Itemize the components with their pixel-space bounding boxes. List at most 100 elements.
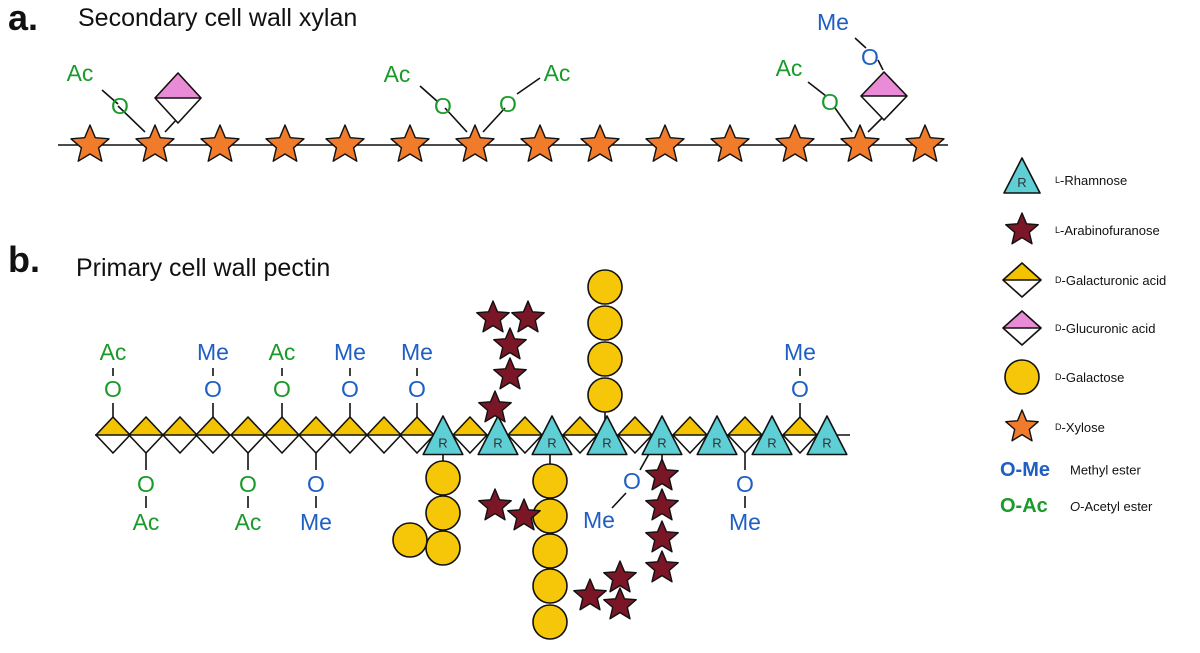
legend-label: D-Xylose bbox=[1055, 420, 1105, 435]
oxygen-label: O bbox=[408, 376, 426, 402]
diamond-bottom-half bbox=[673, 435, 707, 453]
methyl-abbr: O-Me bbox=[1000, 459, 1050, 481]
diamond-top-half bbox=[96, 417, 130, 435]
diamond-bottom-half bbox=[400, 435, 434, 453]
xylose-star bbox=[70, 124, 110, 162]
diamond-top-half bbox=[196, 417, 230, 435]
oxygen-label: O bbox=[137, 471, 155, 497]
galacturonic-acid-legend-icon bbox=[1002, 262, 1042, 298]
linkage-bond bbox=[854, 37, 867, 49]
galactose-circle bbox=[425, 530, 461, 566]
legend-label: D-Glucuronic acid bbox=[1055, 321, 1155, 336]
legend-label-prefix: L bbox=[1055, 225, 1060, 235]
legend-label: D-Galacturonic acid bbox=[1055, 273, 1166, 288]
legend-label-text: -Glucuronic acid bbox=[1062, 321, 1156, 336]
linkage-bond bbox=[867, 117, 883, 133]
oxygen-label: O bbox=[791, 376, 809, 402]
diamond-top-half bbox=[155, 73, 201, 98]
legend-item-xylose: D-Xylose bbox=[1005, 409, 1105, 442]
arabinofuranose-star bbox=[476, 300, 510, 333]
xylose-star bbox=[325, 124, 365, 162]
panel-b-letter: b. bbox=[8, 239, 40, 280]
diamond-bottom-half bbox=[265, 435, 299, 453]
arabinofuranose-star bbox=[493, 327, 527, 360]
legend-label-text: -Xylose bbox=[1062, 420, 1105, 435]
legend-label-prefix: D bbox=[1055, 275, 1062, 285]
galacturonic-acid-diamond bbox=[264, 416, 300, 454]
methyl-label: Me bbox=[784, 339, 816, 365]
arabinofuranose-star bbox=[478, 390, 512, 423]
arabinofuranose-star bbox=[478, 488, 512, 521]
rhamnose-triangle bbox=[641, 415, 683, 456]
legend-label-text: -Rhamnose bbox=[1060, 173, 1127, 188]
galactose-circle bbox=[532, 604, 568, 640]
oxygen-label: O bbox=[307, 471, 325, 497]
arabinofuranose-star bbox=[603, 560, 637, 593]
xylose-star bbox=[645, 124, 685, 162]
linkage-bond bbox=[807, 81, 827, 97]
diamond-top-half bbox=[299, 417, 333, 435]
rhamnose-triangle-residue: R bbox=[586, 415, 628, 456]
diamond-bottom-half bbox=[1003, 280, 1041, 297]
legend-label-text: -Acetyl ester bbox=[1080, 499, 1153, 514]
diamond-bottom-half bbox=[333, 435, 367, 453]
xylose-star bbox=[265, 124, 305, 162]
legend-label-prefix: L bbox=[1055, 175, 1060, 185]
galactose-circle bbox=[587, 341, 623, 377]
acetyl-label: Ac bbox=[544, 60, 571, 86]
rhamnose-triangle bbox=[751, 415, 793, 456]
galacturonic-acid-diamond bbox=[128, 416, 164, 454]
diamond-bottom-half bbox=[1003, 328, 1041, 345]
oxygen-label: O bbox=[499, 91, 517, 117]
diamond-bottom-half bbox=[618, 435, 652, 453]
rhamnose-triangle bbox=[477, 415, 519, 456]
galactose-circle bbox=[587, 305, 623, 341]
galactose-circle bbox=[392, 522, 428, 558]
diamond-bottom-half bbox=[563, 435, 597, 453]
legend-label: L-Rhamnose bbox=[1055, 173, 1127, 188]
acetyl-label: Ac bbox=[776, 55, 803, 81]
legend-item-galactose: D-Galactose bbox=[1004, 359, 1124, 395]
diamond-bottom-half bbox=[861, 96, 907, 120]
legend-label-prefix: O bbox=[1070, 499, 1080, 514]
arabinofuranose-star bbox=[511, 300, 545, 333]
diamond-top-half bbox=[673, 417, 707, 435]
rhamnose-triangle bbox=[806, 415, 848, 456]
legend-label: L-Arabinofuranose bbox=[1055, 223, 1160, 238]
linkage-bond bbox=[444, 107, 468, 133]
methyl-label: Me bbox=[817, 9, 849, 35]
arabinofuranose-star bbox=[493, 357, 527, 390]
acetyl-label: Ac bbox=[235, 509, 262, 535]
linkage-bond bbox=[117, 105, 146, 133]
linkage-bond bbox=[877, 59, 884, 71]
legend-label: D-Galactose bbox=[1055, 370, 1124, 385]
diamond-bottom-half bbox=[299, 435, 333, 453]
diamond-top-half bbox=[1003, 263, 1041, 280]
diamond-top-half bbox=[265, 417, 299, 435]
oxygen-label: O bbox=[111, 93, 129, 119]
xylose-star bbox=[905, 124, 945, 162]
legend-label-text: -Arabinofuranose bbox=[1060, 223, 1160, 238]
xylose-star bbox=[580, 124, 620, 162]
acetyl-abbr: O-Ac bbox=[1000, 495, 1048, 517]
xylose-star bbox=[135, 124, 175, 162]
diamond-bottom-half bbox=[367, 435, 401, 453]
rhamnose-triangle bbox=[696, 415, 738, 456]
glucuronic-acid-diamond bbox=[154, 72, 202, 124]
diamond-bottom-half bbox=[96, 435, 130, 453]
rhamnose-mark: R bbox=[493, 435, 502, 450]
diamond-top-half bbox=[231, 417, 265, 435]
rhamnose-mark: R bbox=[547, 435, 556, 450]
oxygen-label: O bbox=[821, 89, 839, 115]
rhamnose-triangle-residue: R bbox=[477, 415, 519, 456]
diamond-top-half bbox=[508, 417, 542, 435]
rhamnose-mark: R bbox=[767, 435, 776, 450]
arabinofuranose-star bbox=[645, 458, 679, 491]
methyl-label: Me bbox=[729, 509, 761, 535]
linkage-bond bbox=[516, 77, 541, 95]
legend-item-galacturonic: D-Galacturonic acid bbox=[1002, 262, 1166, 298]
galacturonic-acid-diamond bbox=[298, 416, 334, 454]
diamond-top-half bbox=[129, 417, 163, 435]
rhamnose-mark: R bbox=[438, 435, 447, 450]
